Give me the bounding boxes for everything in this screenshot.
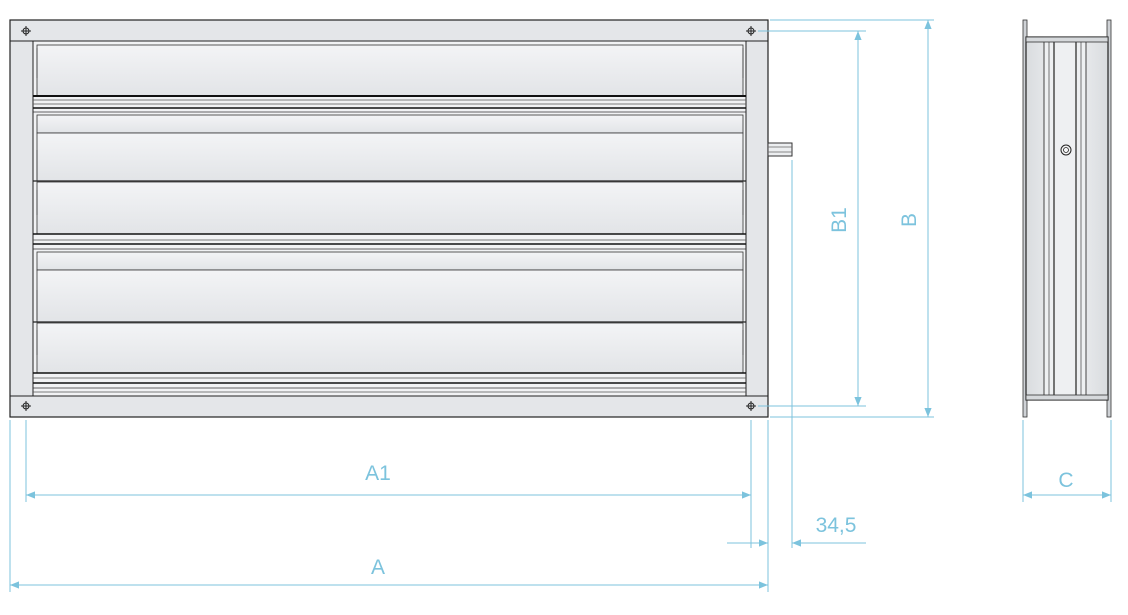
blade bbox=[33, 44, 746, 134]
screw-icon bbox=[746, 401, 756, 411]
side-view bbox=[1022, 19, 1112, 418]
blade bbox=[33, 132, 746, 271]
spindle bbox=[767, 142, 793, 157]
dimension-c-label: C bbox=[1058, 469, 1073, 492]
dimension-offset-label: 34,5 bbox=[816, 514, 857, 537]
dimension-b1-label: B1 bbox=[828, 207, 851, 233]
screw-icon bbox=[21, 401, 31, 411]
dimension-b-label: B bbox=[898, 213, 921, 227]
screw-icon bbox=[21, 26, 31, 36]
dimension-a1-label: A1 bbox=[365, 462, 391, 485]
screw-icon bbox=[1060, 144, 1072, 156]
dimension-a-label: A bbox=[371, 556, 385, 579]
front-view bbox=[9, 19, 793, 418]
dimension-lines bbox=[9, 19, 1112, 592]
blade bbox=[33, 269, 746, 393]
screw-icon bbox=[746, 26, 756, 36]
